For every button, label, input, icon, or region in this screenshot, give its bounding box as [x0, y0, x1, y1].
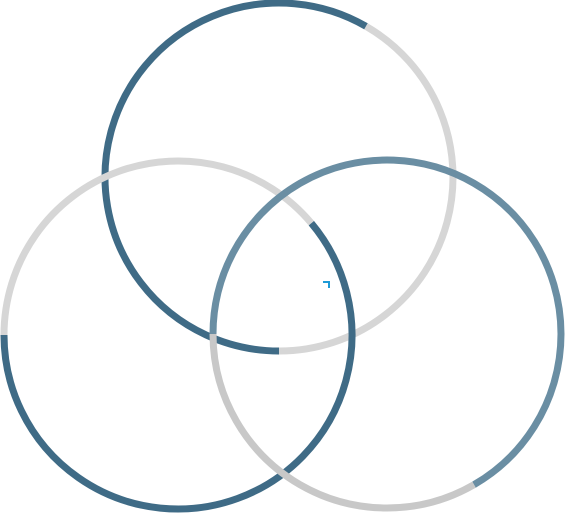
circle-right-arc-light: [209, 333, 476, 512]
circle-left-arc-light: [0, 157, 314, 336]
circle-top-arc-dark: [101, 0, 368, 355]
circle-left-arc-dark: [0, 220, 356, 513]
circle-bottom-left: [0, 157, 356, 513]
circle-right-arc-dark: [209, 156, 565, 488]
circle-top: [101, 0, 457, 355]
center-marker: [323, 281, 330, 288]
circle-top-arc-light: [278, 23, 457, 355]
circle-bottom-right: [209, 156, 565, 512]
